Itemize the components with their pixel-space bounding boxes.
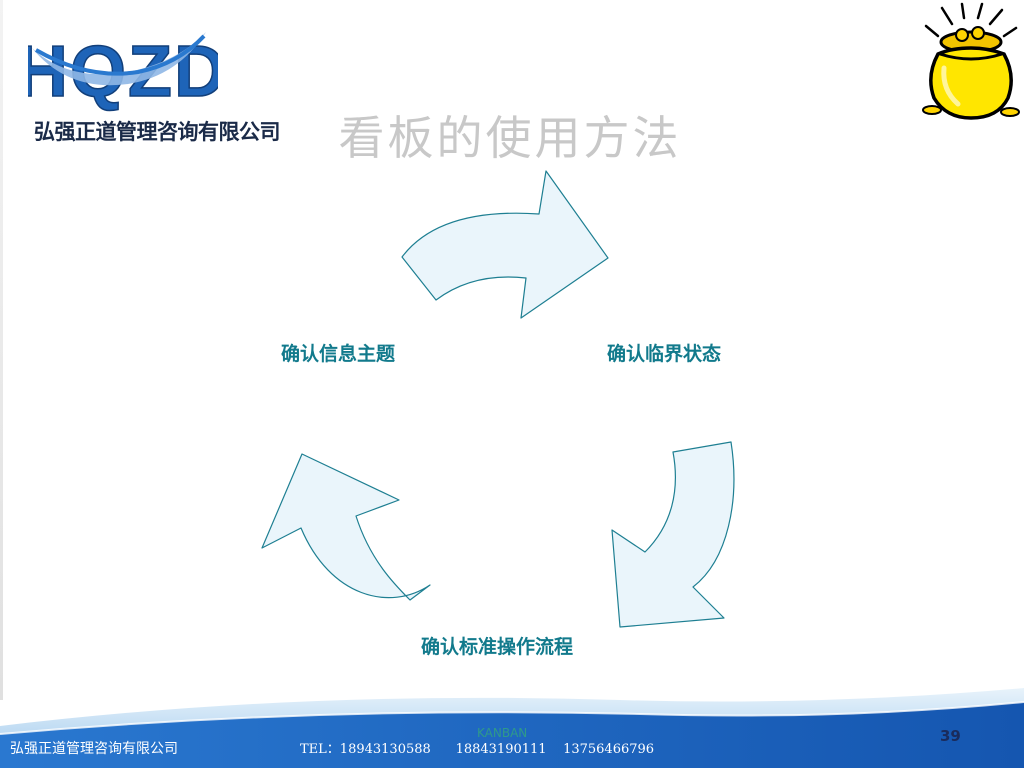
cycle-arrow-top [401, 170, 609, 319]
logo-letters: HQZD [28, 32, 218, 112]
cycle-step-confirm-standard-procedure: 确认标准操作流程 [421, 636, 574, 658]
slide-left-edge [0, 0, 3, 700]
cycle-step-confirm-topic: 确认信息主题 [281, 343, 396, 365]
footer-company-name: 弘强正道管理咨询有限公司 [10, 741, 178, 757]
footer-topic-label: KANBAN [477, 726, 528, 740]
logo-mark-icon: HQZD [15, 31, 226, 113]
slide-title: 看板的使用方法 [338, 111, 682, 165]
cycle-arrow-right [611, 441, 735, 628]
footer-phone-numbers: TEL：18943130588 18843190111 13756466796 [300, 742, 655, 757]
company-logo: HQZD 弘强正道管理咨询有限公司 [15, 20, 280, 150]
page-number: 39 [940, 727, 961, 745]
gold-pot-icon [922, 2, 1020, 120]
footer-band [0, 688, 1024, 768]
logo-company-name: 弘强正道管理咨询有限公司 [34, 120, 281, 144]
cycle-step-confirm-critical-state: 确认临界状态 [607, 343, 722, 365]
cycle-arrow-left [261, 453, 431, 601]
